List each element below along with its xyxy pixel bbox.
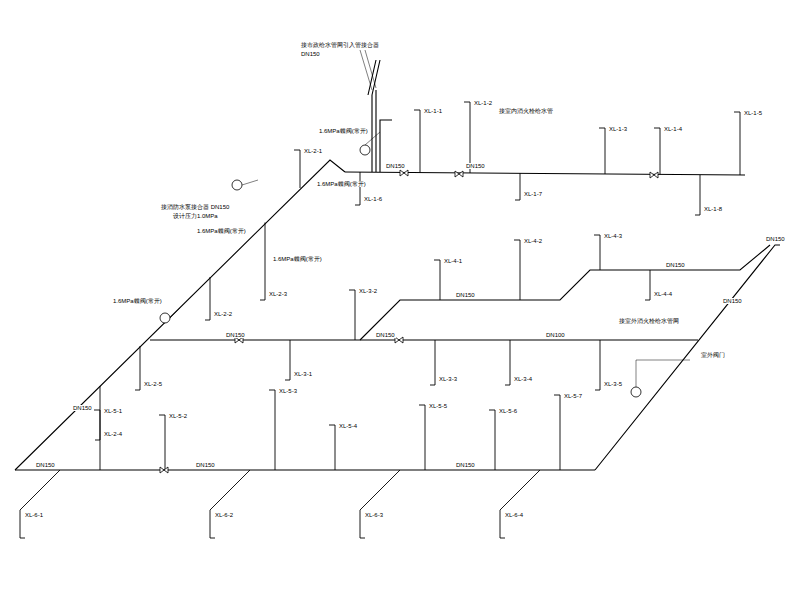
riser-tag: XL-5-4	[338, 423, 358, 429]
riser-tag: XL-5-5	[428, 403, 448, 409]
riser-tag: XL-2-4	[103, 431, 123, 437]
pipe-size: DN150	[225, 332, 246, 338]
riser-tag: XL-5-1	[103, 408, 123, 414]
note: 接市政给水管网引入管接合器	[300, 42, 380, 48]
riser-tag: XL-1-3	[608, 126, 628, 132]
riser-tag: XL-1-6	[363, 196, 383, 202]
pipe-size: DN150	[455, 292, 476, 298]
riser-tag: XL-1-4	[663, 126, 683, 132]
riser-tag: XL-2-2	[213, 311, 233, 317]
note: 1.6MPa蝶阀(常开)	[272, 256, 323, 262]
pipe-size: DN150	[385, 163, 406, 169]
riser-tag: XL-6-1	[24, 512, 44, 518]
riser-tag: XL-6-3	[364, 512, 384, 518]
pipe-size: DN150	[195, 462, 216, 468]
riser-tag: XL-5-2	[168, 413, 188, 419]
riser-tag: XL-3-3	[438, 376, 458, 382]
note: 1.6MPa蝶阀(常开)	[316, 181, 367, 187]
riser-tag: XL-5-6	[498, 408, 518, 414]
riser-tag: XL-6-2	[214, 512, 234, 518]
riser-tag: XL-4-4	[653, 291, 673, 297]
riser-tag: XL-1-8	[703, 206, 723, 212]
pipe-size: DN150	[72, 405, 93, 411]
riser-tag: XL-2-1	[303, 148, 323, 154]
main-pipes	[15, 60, 780, 470]
riser-tag: XL-1-7	[523, 191, 543, 197]
pipe-size: DN150	[765, 236, 786, 242]
riser-tag: XL-5-7	[563, 393, 583, 399]
note: 接室内消火栓给水管	[498, 108, 554, 114]
riser-tag: XL-1-1	[423, 108, 443, 114]
riser-tag: XL-6-4	[504, 512, 524, 518]
riser-pipes	[20, 102, 740, 538]
note: 1.6MPa蝶阀(常开)	[112, 298, 163, 304]
riser-tag: XL-4-3	[603, 233, 623, 239]
note: 接消防水泵接合器 DN150	[160, 204, 230, 210]
riser-tag: XL-2-5	[143, 381, 163, 387]
riser-tag: XL-3-5	[603, 381, 623, 387]
riser-tag: XL-1-5	[743, 110, 763, 116]
pipe-size: DN100	[545, 332, 566, 338]
pipe-size: DN150	[300, 51, 321, 57]
leader-lines	[170, 50, 690, 387]
pipe-size: DN150	[375, 332, 396, 338]
riser-tag: XL-3-4	[513, 376, 533, 382]
riser-tag: XL-1-2	[473, 100, 493, 106]
riser-tag: XL-2-3	[268, 291, 288, 297]
valve-symbols	[160, 145, 658, 473]
note: 1.6MPa蝶阀(常开)	[196, 228, 247, 234]
pipe-size: DN150	[722, 298, 743, 304]
pipe-size: DN150	[455, 462, 476, 468]
riser-tag: XL-3-1	[293, 371, 313, 377]
riser-tag: XL-4-2	[523, 238, 543, 244]
note: 室外阀门	[700, 352, 726, 358]
riser-tag: XL-3-2	[358, 288, 378, 294]
pipe-size: DN150	[35, 462, 56, 468]
riser-tag: XL-5-3	[278, 388, 298, 394]
note: 1.6MPa蝶阀(常开)	[318, 128, 369, 134]
pipe-size: DN150	[665, 262, 686, 268]
pipe-size: DN150	[465, 163, 486, 169]
note: 接室外消火栓给水管网	[618, 318, 680, 324]
note: 设计压力1.0MPa	[172, 213, 219, 219]
riser-tag: XL-4-1	[443, 258, 463, 264]
